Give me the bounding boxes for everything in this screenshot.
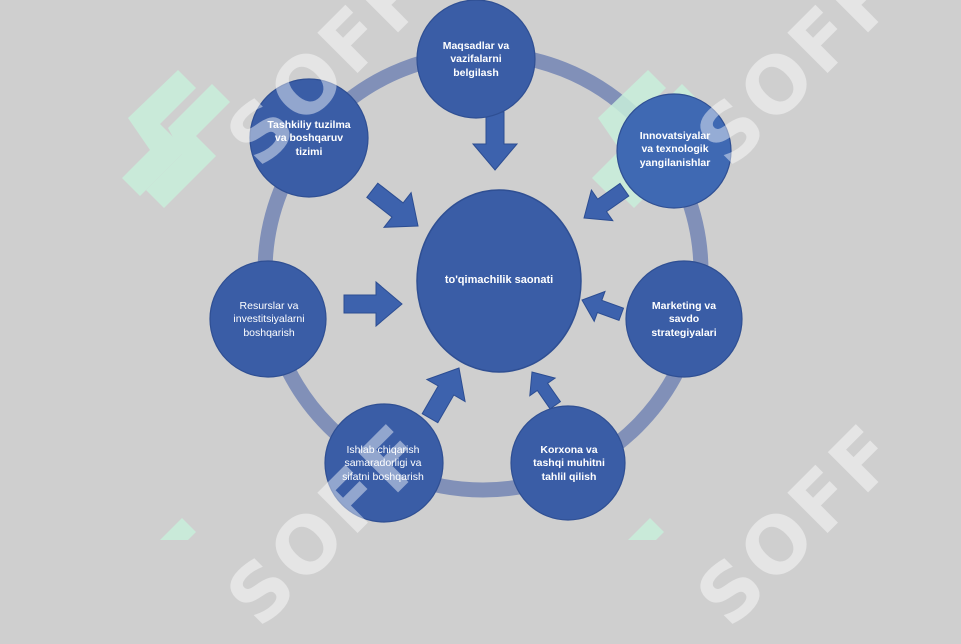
node-resources — [209, 260, 327, 378]
node-analysis — [510, 405, 626, 521]
node-marketing — [625, 260, 743, 378]
watermark-logo-icon — [160, 518, 196, 540]
center-node — [416, 189, 582, 373]
node-structure — [249, 78, 369, 198]
arrow-icon — [421, 367, 466, 424]
arrow-icon — [471, 111, 519, 171]
diagram-canvas — [122, 0, 743, 540]
node-production — [324, 403, 444, 523]
center-label: to'qimachilik saonati — [444, 274, 554, 286]
node-goals — [416, 0, 536, 119]
arrow-icon — [343, 280, 403, 328]
arrow-icon — [583, 182, 630, 222]
arrow-icon — [529, 371, 562, 410]
node-group — [209, 0, 743, 523]
arrow-icon — [581, 290, 625, 323]
watermark-logo-icon — [122, 70, 230, 208]
arrow-icon — [366, 182, 419, 228]
arrow-group — [343, 111, 630, 424]
node-innovation — [616, 93, 732, 209]
watermark-logo-icon — [628, 518, 664, 540]
